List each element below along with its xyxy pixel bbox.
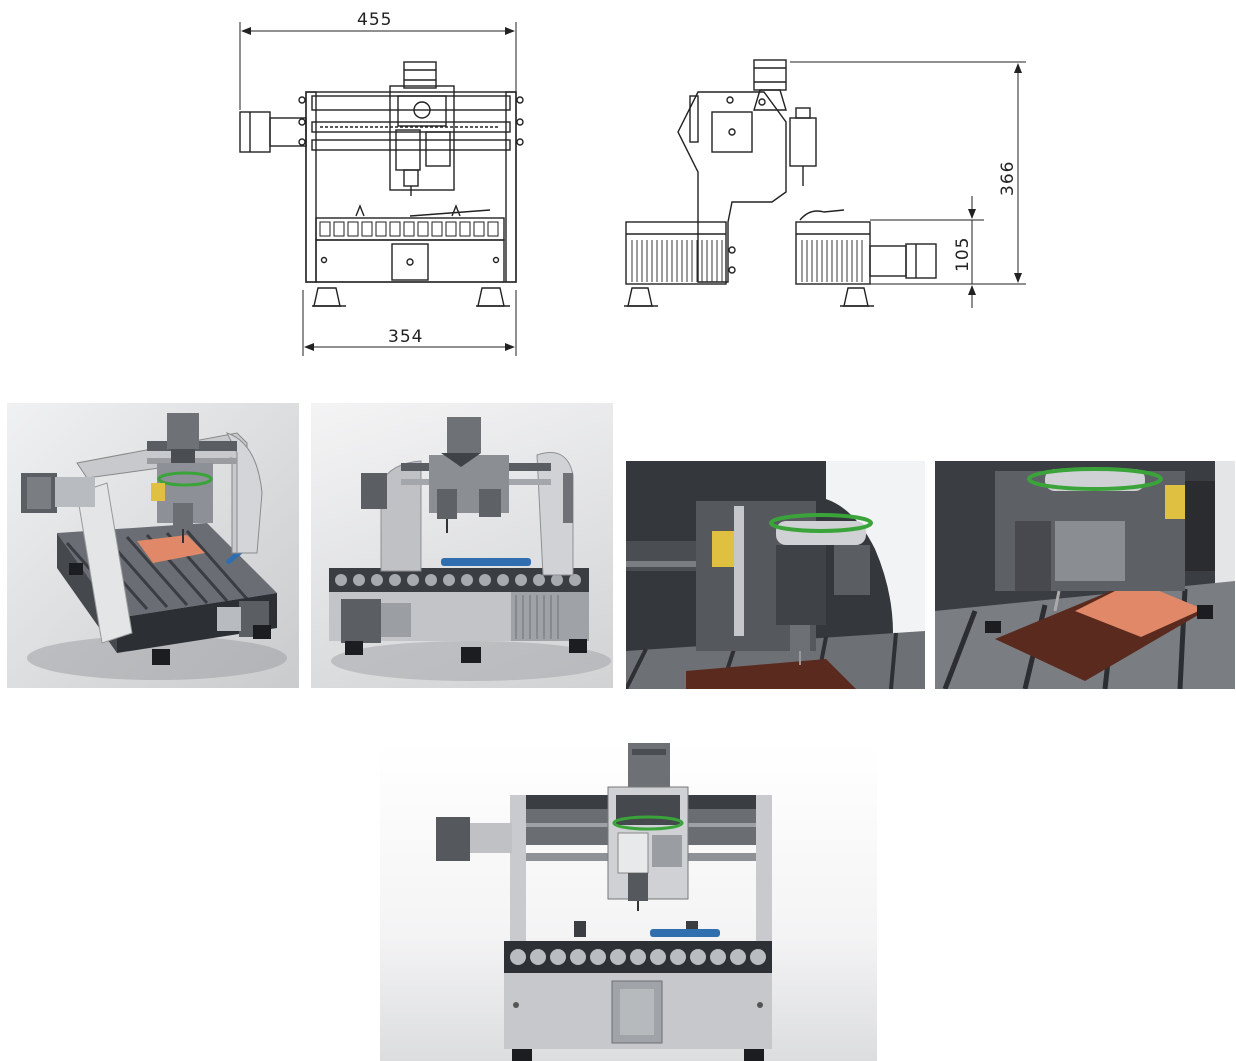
- render-isometric-left: [7, 403, 299, 688]
- render-isometric-rear: [311, 403, 613, 688]
- front-view-drawing: [239, 61, 524, 307]
- drawing-canvas: 455 354: [239, 10, 1026, 356]
- front-dimension-lines: [239, 22, 517, 356]
- dimension-top-width: 455: [357, 10, 392, 30]
- dimension-base-width: 354: [388, 327, 423, 347]
- dimension-table-height: 105: [953, 237, 973, 272]
- technical-drawings: 455 354: [0, 0, 1236, 370]
- side-view-drawing: [624, 59, 937, 307]
- render-closeup-board: [935, 461, 1235, 689]
- render-front: [380, 743, 877, 1061]
- dimension-total-height: 366: [998, 161, 1018, 196]
- side-dimension-lines: [790, 61, 1026, 308]
- render-closeup-carriage: [626, 461, 925, 689]
